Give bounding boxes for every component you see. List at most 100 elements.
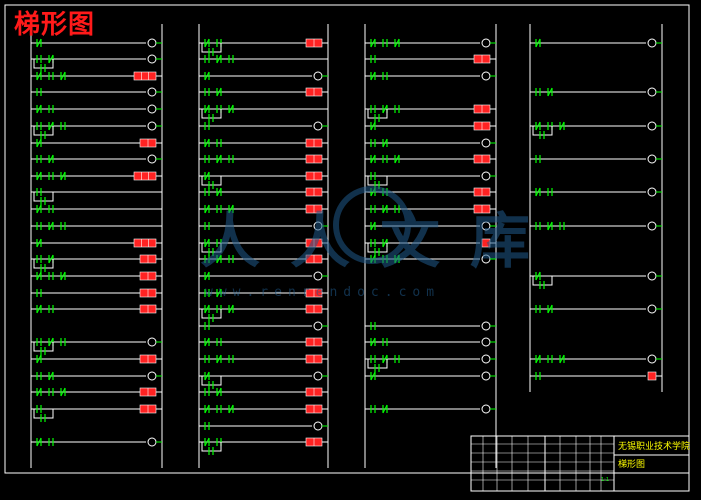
ladder-rung: [365, 38, 496, 48]
ladder-rung: [199, 71, 328, 81]
branch-wire: [532, 126, 553, 136]
page-title: 梯形图: [14, 10, 96, 40]
contact-symbol: [228, 204, 234, 214]
contact-symbol: [204, 437, 210, 447]
ladder-rung: [365, 54, 496, 64]
ladder-rung: [199, 337, 328, 347]
ladder-rung: [199, 387, 328, 397]
ladder-rung: [31, 404, 162, 422]
ladder-rung: [199, 321, 328, 331]
output-coil: [647, 38, 657, 48]
contact-symbol: [36, 138, 42, 148]
contact-symbol: [36, 104, 42, 114]
output-coil: [313, 321, 323, 331]
output-coil: [481, 404, 491, 414]
branch-wire: [33, 342, 54, 352]
contact-symbol: [36, 354, 42, 364]
ladder-rails: [30, 24, 663, 468]
ladder-rung: [31, 387, 162, 397]
ladder-rung: [365, 354, 496, 372]
ladder-rung: [365, 238, 496, 256]
title-block-grid: [471, 436, 614, 491]
ladder-rung: [199, 138, 328, 148]
ladder-rung: [31, 337, 162, 355]
contact-symbol: [559, 121, 565, 131]
ladder-rung: [199, 187, 328, 197]
ladder-rung: [365, 121, 496, 131]
ladder-rung: [530, 354, 662, 364]
ladder-rung: [31, 104, 162, 114]
contact-symbol: [228, 304, 234, 314]
contact-symbol: [382, 238, 388, 248]
contact-symbol: [216, 187, 222, 197]
contact-symbol: [204, 104, 210, 114]
branch-wire: [201, 243, 222, 253]
function-block: [133, 71, 157, 81]
title-block: 无锡职业技术学院 梯形图 1:1: [470, 435, 690, 492]
contact-symbol: [204, 271, 210, 281]
contact-symbol: [535, 187, 541, 197]
output-coil: [147, 54, 157, 64]
branch-wire: [33, 409, 54, 419]
ladder-rung: [31, 154, 162, 164]
contact-symbol: [36, 204, 42, 214]
ladder-rung: [31, 238, 162, 248]
contact-symbol: [547, 221, 553, 231]
branch-wire: [201, 309, 222, 319]
ladder-rung: [365, 371, 496, 381]
branch-wire: [367, 176, 388, 186]
contact-symbol: [370, 121, 376, 131]
output-coil: [147, 87, 157, 97]
ladder-rung: [365, 404, 496, 414]
contact-symbol: [382, 204, 388, 214]
contact-symbol: [36, 271, 42, 281]
contact-symbol: [394, 154, 400, 164]
ladder-rung: [31, 254, 162, 272]
contact-symbol: [36, 238, 42, 248]
output-coil: [647, 187, 657, 197]
ladder-rung: [199, 288, 328, 298]
contact-symbol: [48, 221, 54, 231]
title-block-frame: [470, 435, 690, 492]
contact-symbol: [228, 104, 234, 114]
contact-symbol: [204, 38, 210, 48]
contact-symbol: [204, 304, 210, 314]
output-coil: [647, 154, 657, 164]
ladder-rung: [199, 371, 328, 389]
ladder-rung: [199, 304, 328, 322]
contact-symbol: [382, 138, 388, 148]
output-coil: [147, 371, 157, 381]
branch-wire: [367, 243, 388, 253]
ladder-rung: [199, 54, 328, 64]
drawing-name: 梯形图: [618, 458, 645, 470]
branch-wire: [532, 276, 553, 286]
ladder-rung: [31, 304, 162, 314]
ladder-rung: [31, 121, 162, 139]
contact-symbol: [547, 304, 553, 314]
contact-symbol: [36, 304, 42, 314]
output-coil: [313, 421, 323, 431]
contact-symbol: [36, 38, 42, 48]
ladder-rung: [31, 221, 162, 231]
ladder-rung: [31, 371, 162, 381]
ladder-rung: [31, 271, 162, 281]
ladder-rung: [199, 121, 328, 131]
ladder-rungs: [31, 38, 662, 455]
contact-symbol: [204, 371, 210, 381]
contact-symbol: [48, 337, 54, 347]
school-name: 无锡职业技术学院: [618, 440, 690, 452]
drawing-border: [4, 4, 690, 474]
contact-symbol: [370, 71, 376, 81]
contact-symbol: [382, 354, 388, 364]
output-coil: [147, 38, 157, 48]
output-coil: [481, 321, 491, 331]
contact-symbol: [216, 87, 222, 97]
ladder-rung: [31, 354, 162, 364]
output-coil: [147, 154, 157, 164]
contact-symbol: [204, 171, 210, 181]
contact-symbol: [216, 254, 222, 264]
output-coil: [481, 354, 491, 364]
contact-symbol: [370, 154, 376, 164]
contact-symbol: [60, 271, 66, 281]
